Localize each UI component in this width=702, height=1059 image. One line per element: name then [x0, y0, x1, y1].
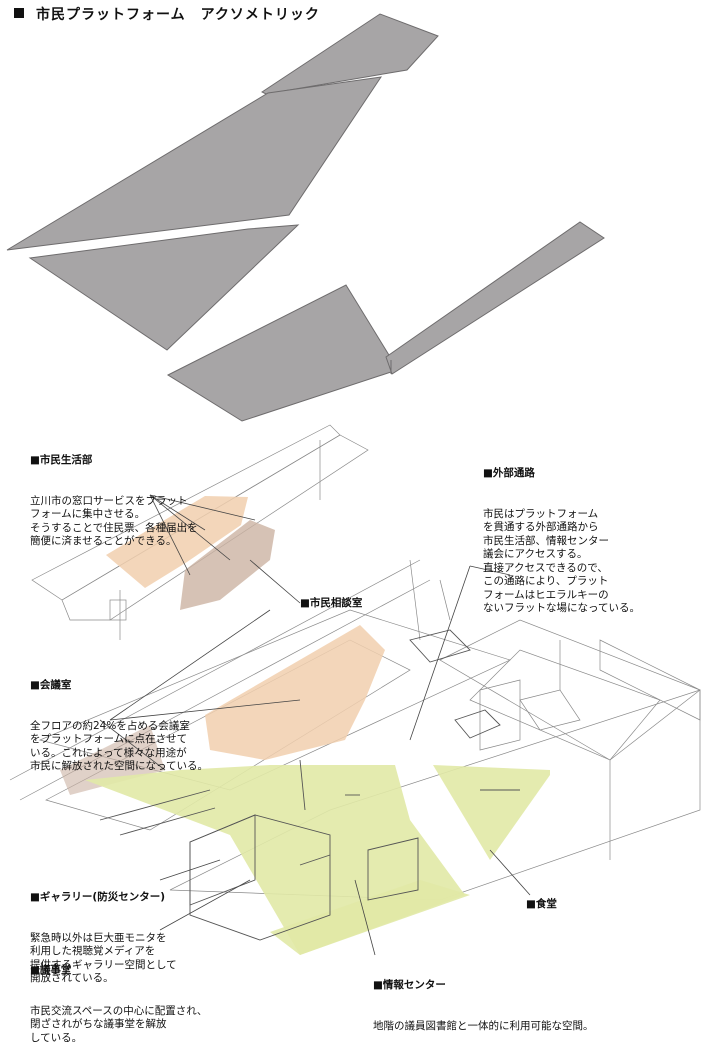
zone-shimin-seikatsu [106, 496, 248, 588]
slab-top-strip [261, 13, 439, 95]
label-soudanshitsu: 市民相談室 [300, 595, 363, 610]
note-body: 地階の議員図書館と一体的に利用可能な空間。 [373, 1019, 594, 1032]
slab-lower-arm [385, 221, 605, 375]
zone-shokudo [433, 765, 550, 860]
program-zones [60, 496, 550, 955]
axonometric-drawing [6, 13, 701, 956]
note-heading: 情報センター [373, 979, 594, 993]
building-details [99, 629, 520, 941]
title-square-icon [14, 8, 24, 18]
note-body: 全フロアの約24%を占める会議室 をプラットフォームに点在させて いる。これによ… [30, 719, 208, 773]
note-body: 市民はプラットフォーム を貫通する外部通路から 市民生活部、情報センター 議会に… [483, 507, 640, 615]
note-shimin-seikatsu: 市民生活部 立川市の窓口サービスをプラット フォームに集中させる。 そうすること… [30, 427, 198, 562]
note-heading: 外部通路 [483, 467, 640, 481]
floating-slabs [6, 13, 605, 422]
page-title-text: 市民プラットフォーム アクソメトリック [36, 7, 320, 23]
label-shokudo: 食堂 [526, 896, 557, 911]
note-body: 市民交流スペースの中心に配置され、 閉ざされがちな議事堂を解放 している。 [30, 1004, 208, 1044]
note-body: 立川市の窓口サービスをプラット フォームに集中させる。 そうすることで住民票、各… [30, 494, 198, 548]
slab-upper [6, 76, 383, 251]
note-gaibu-tsuro: 外部通路 市民はプラットフォーム を貫通する外部通路から 市民生活部、情報センタ… [483, 440, 640, 629]
note-heading: 市民生活部 [30, 454, 198, 468]
zone-kaigishitsu-left [60, 725, 165, 795]
page-title: 市民プラットフォーム アクソメトリック [14, 4, 320, 24]
note-heading: 会議室 [30, 679, 208, 693]
zone-kaigishitsu [205, 625, 385, 760]
note-heading: 議事堂 [30, 964, 207, 978]
note-joho: 情報センター 地階の議員図書館と一体的に利用可能な空間。 [373, 952, 594, 1047]
note-heading: ギャラリー(防災センター) [30, 891, 177, 905]
zone-joho [270, 880, 470, 955]
note-gijido: 議事堂 市民交流スペースの中心に配置され、 閉ざされがちな議事堂を解放 している… [30, 937, 207, 1059]
leader-lines [99, 494, 531, 956]
zone-soudanshitsu [180, 520, 275, 610]
slab-middle [28, 224, 300, 351]
note-kaigishitsu: 会議室 全フロアの約24%を占める会議室 をプラットフォームに点在させて いる。… [30, 652, 208, 787]
